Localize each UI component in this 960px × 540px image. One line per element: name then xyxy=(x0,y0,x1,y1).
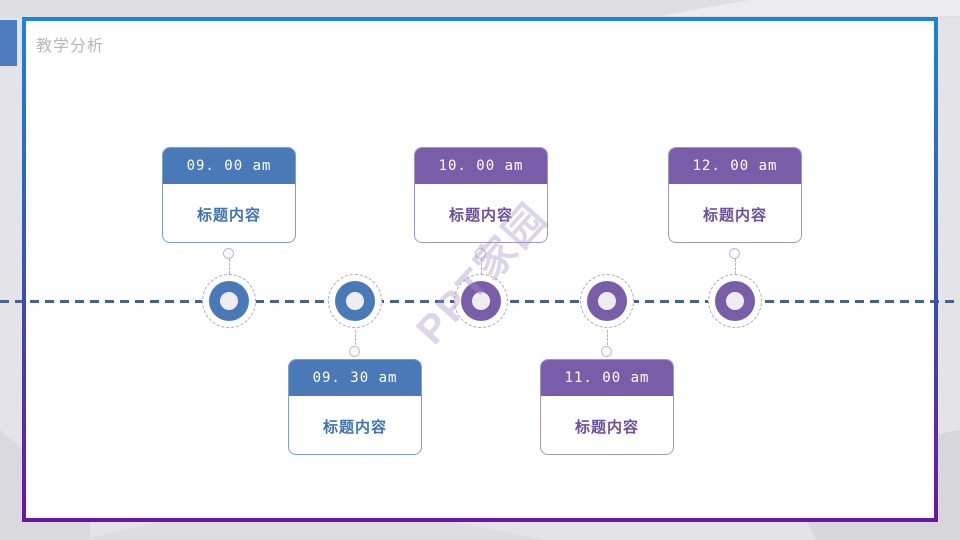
node-ring-icon xyxy=(209,281,249,321)
event-time-label: 11. 00 am xyxy=(541,360,673,396)
connector-dot xyxy=(475,248,486,259)
timeline-node-icon xyxy=(328,274,382,328)
node-ring-icon xyxy=(587,281,627,321)
node-ring-icon xyxy=(461,281,501,321)
event-card: 09. 00 am 标题内容 xyxy=(162,147,296,243)
event-title-label: 标题内容 xyxy=(196,206,261,224)
event-card: 11. 00 am 标题内容 xyxy=(540,359,674,455)
timeline-node-icon xyxy=(202,274,256,328)
event-time-label: 12. 00 am xyxy=(669,148,801,184)
connector-dashed-line xyxy=(607,330,608,345)
event-card: 12. 00 am 标题内容 xyxy=(668,147,802,243)
connector-dashed-line xyxy=(355,330,356,345)
background-polygon xyxy=(660,0,960,16)
connector-dot xyxy=(223,248,234,259)
event-title-label: 标题内容 xyxy=(448,206,513,224)
event-time-label: 09. 00 am xyxy=(163,148,295,184)
connector-dot xyxy=(729,248,740,259)
event-card: 09. 30 am 标题内容 xyxy=(288,359,422,455)
node-ring-icon xyxy=(335,281,375,321)
timeline-node-icon xyxy=(708,274,762,328)
event-title-label: 标题内容 xyxy=(574,418,639,436)
left-accent-tab xyxy=(0,20,17,66)
page-title: 教学分析 xyxy=(36,38,105,55)
event-title-label: 标题内容 xyxy=(702,206,767,224)
event-time-label: 10. 00 am xyxy=(415,148,547,184)
connector-dashed-line xyxy=(229,259,230,274)
connector-dot xyxy=(601,346,612,357)
node-ring-icon xyxy=(715,281,755,321)
timeline-node-icon xyxy=(580,274,634,328)
event-time-label: 09. 30 am xyxy=(289,360,421,396)
event-card: 10. 00 am 标题内容 xyxy=(414,147,548,243)
connector-dashed-line xyxy=(481,259,482,274)
timeline-node-icon xyxy=(454,274,508,328)
event-title-label: 标题内容 xyxy=(322,418,387,436)
connector-dot xyxy=(349,346,360,357)
slide-surface xyxy=(26,21,934,518)
connector-dashed-line xyxy=(735,259,736,274)
